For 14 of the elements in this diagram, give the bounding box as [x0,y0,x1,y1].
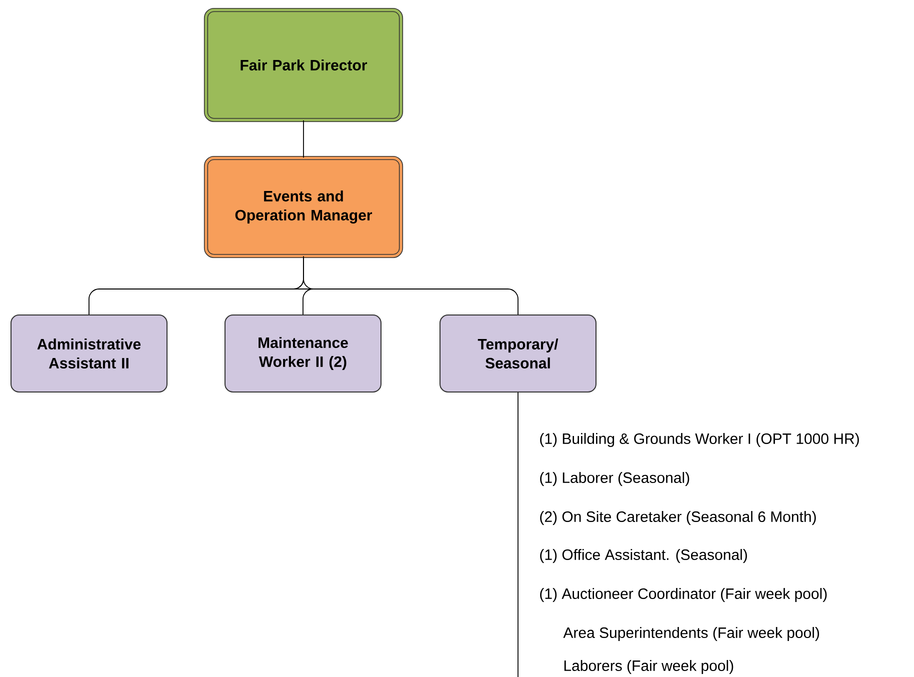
position-box: Maintenance Worker II (2) [224,314,382,392]
director-box: Fair Park Director [204,8,404,122]
manager-box: Events and Operation Manager [204,156,404,258]
connector-line [303,120,304,158]
position-label: Laborers (Fair week pool) [564,660,734,674]
position-label: (2) On Site Caretaker (Seasonal 6 Month) [540,511,816,525]
position-box: Administrative Assistant II [10,314,168,392]
position-label: (1) Laborer (Seasonal) [540,472,690,486]
position-box: Temporary/ Seasonal [440,314,596,392]
connector-line [303,256,518,315]
position-label: Area Superintendents (Fair week pool) [563,627,820,641]
position-label: (1) Building & Grounds Worker I (OPT 1000 HR) [540,433,859,447]
position-label: (1) Auctioneer Coordinator (Fair week pool) [540,588,827,602]
position-label: (1) Office Assistant. (Seasonal) [540,549,747,563]
